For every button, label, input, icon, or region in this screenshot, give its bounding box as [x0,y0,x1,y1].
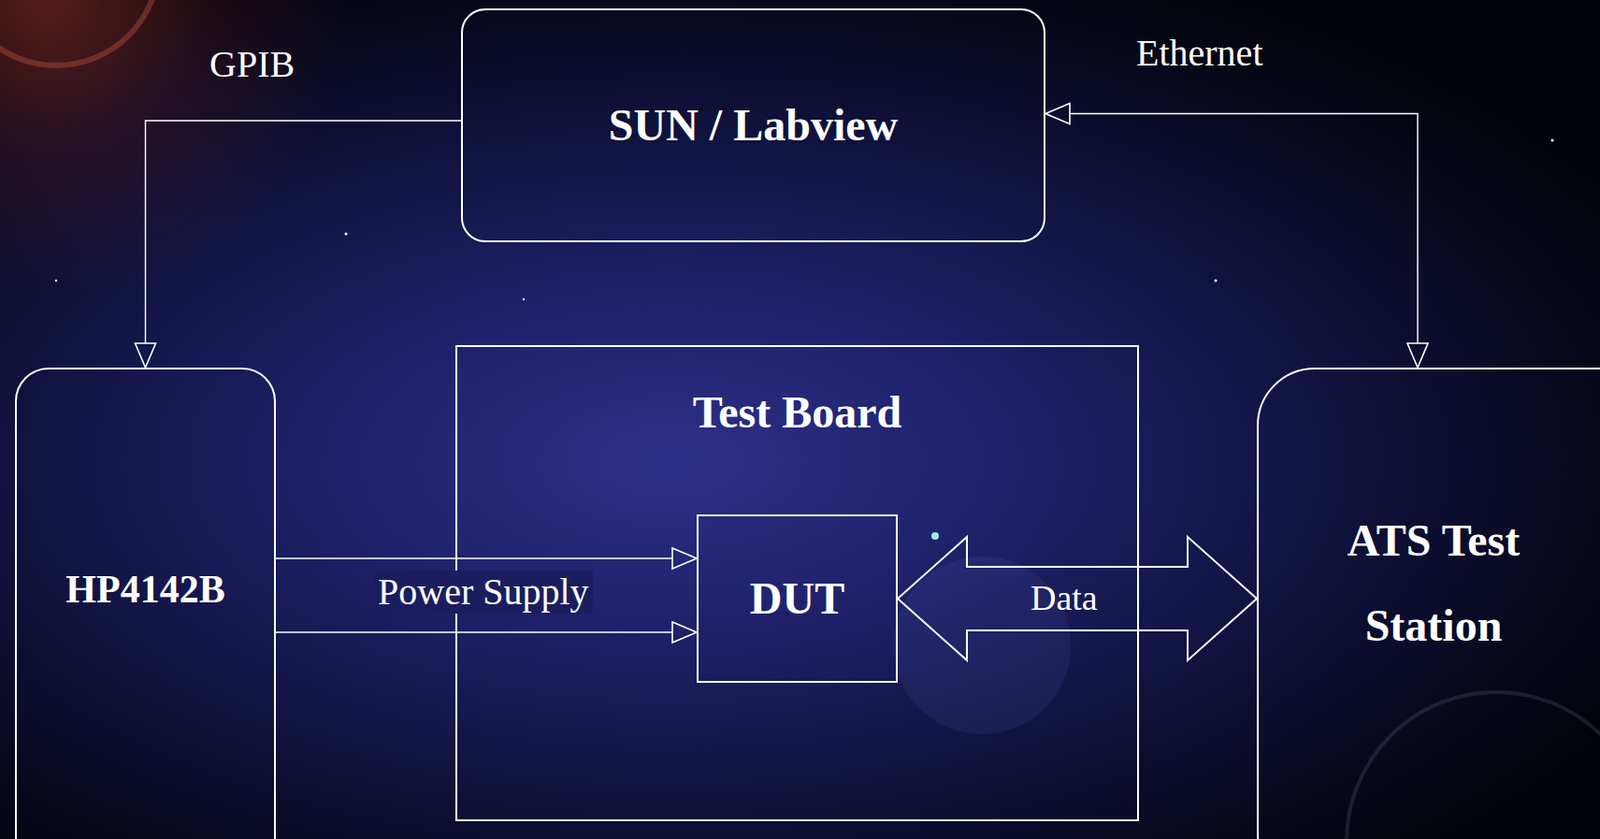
test-station-box: ATS Test Station [1256,367,1600,839]
arrowhead [1407,343,1428,368]
connector-line [275,631,673,633]
connector [275,547,697,569]
star [55,279,58,282]
connector [275,621,697,643]
star [1214,279,1218,283]
star [1551,139,1555,143]
star [522,298,525,301]
star [931,532,939,540]
node-label: HP4142B [65,567,225,611]
connector [135,120,462,368]
connector-label: Ethernet [1136,31,1264,75]
node-label: SUN / Labview [608,100,898,151]
planet-ring [1346,691,1600,839]
node-label: DUT [749,574,845,624]
connector-line [145,120,462,344]
data-bus-arrow [897,536,1257,661]
star [345,232,348,236]
connector [1045,103,1428,369]
arrowhead [135,343,157,368]
connector-label: GPIB [209,43,295,87]
computer-box: SUN / Labview [461,8,1046,243]
connector-line [1069,114,1418,345]
planet-glow [0,0,159,66]
instrument-box: HP4142B [14,367,276,839]
connector [897,536,1257,661]
connector-line [275,557,673,559]
connector-label: Power Supply [374,570,593,614]
node-label: ATS Test Station [1293,497,1574,668]
arrowhead [672,621,697,643]
arrowhead [1045,103,1070,125]
arrowhead [672,547,697,569]
dut-box: DUT [696,514,898,683]
node-label: Test Board [692,388,903,438]
connector-label: Data [1030,578,1098,619]
